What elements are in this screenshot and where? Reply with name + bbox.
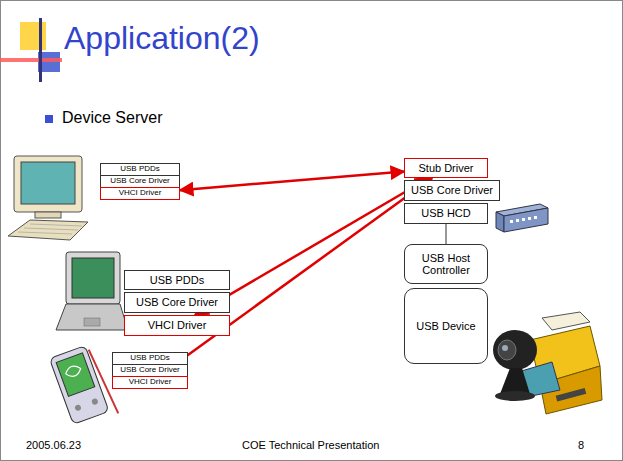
bullet xyxy=(45,115,53,123)
driver-layer-box: VHCI Driver xyxy=(112,376,188,389)
driver-layer-box: VHCI Driver xyxy=(124,315,230,336)
bullet-text: Device Server xyxy=(62,109,162,127)
pda-icon xyxy=(49,343,118,429)
desktop-pc-icon xyxy=(8,156,88,240)
driver-layer-box: VHCI Driver xyxy=(100,187,180,200)
layer-name: VHCI Driver xyxy=(129,378,172,387)
device-server-box xyxy=(496,204,548,232)
layer-name: USB Core Driver xyxy=(110,177,170,186)
driver-layer-box: USB PDDs xyxy=(124,270,230,290)
layer-name: USB Core Driver xyxy=(120,366,180,375)
hardware-box: USB Device xyxy=(404,288,488,364)
layer-name: USB Core Driver xyxy=(411,184,493,196)
layer-name: Stub Driver xyxy=(418,162,473,174)
layer-name: USB Device xyxy=(416,320,475,332)
driver-layer-box: USB Core Driver xyxy=(124,292,230,313)
webcam-icon xyxy=(493,330,537,401)
driver-layer-box: Stub Driver xyxy=(404,158,488,178)
footer-date: 2005.06.23 xyxy=(26,439,81,451)
network-link-arrow xyxy=(180,172,404,191)
layer-name: VHCI Driver xyxy=(148,319,207,331)
layer-name: USB PDDs xyxy=(150,274,204,286)
layer-name: USB PDDs xyxy=(130,354,170,363)
layer-name: USB HCD xyxy=(421,207,471,219)
hardware-box: USB Host Controller xyxy=(404,244,488,284)
layer-name: USB Core Driver xyxy=(136,296,218,308)
footer-title: COE Technical Presentation xyxy=(242,439,379,451)
network-link-arrow xyxy=(195,178,429,315)
driver-layer-box: USB HCD xyxy=(404,203,488,224)
slide-title: Application(2) xyxy=(64,20,260,57)
page-number: 8 xyxy=(578,439,584,451)
bus-line xyxy=(446,224,447,244)
layer-name: USB PDDs xyxy=(120,165,160,174)
title-decoration xyxy=(0,18,62,82)
layer-name: VHCI Driver xyxy=(119,189,162,198)
laptop-icon xyxy=(56,252,128,330)
layer-name: USB Host Controller xyxy=(408,252,484,276)
driver-layer-box: USB Core Driver xyxy=(404,180,500,201)
